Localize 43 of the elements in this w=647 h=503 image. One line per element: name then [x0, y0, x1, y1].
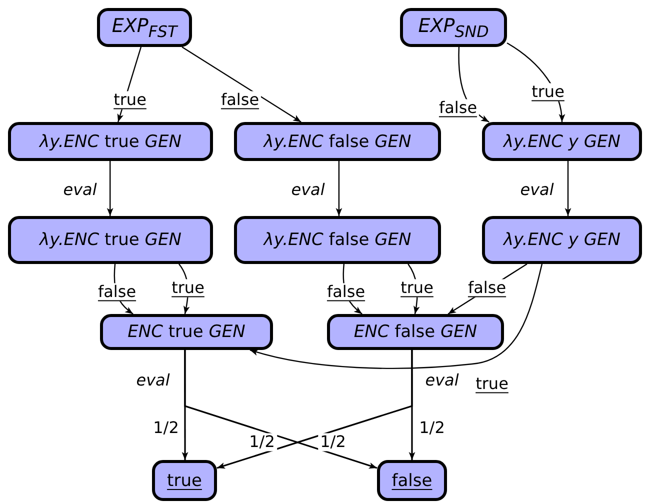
- node-text: λy.ENC y GEN: [503, 132, 621, 152]
- eval-label: eval: [136, 370, 170, 390]
- process-box: [97, 8, 192, 47]
- node-text: true: [167, 470, 202, 490]
- edge-label: false: [218, 91, 262, 109]
- arrow: [408, 350, 416, 460]
- process-box: [234, 122, 441, 161]
- process-box: [327, 314, 504, 350]
- arrow: [106, 161, 114, 216]
- edge-label: false: [466, 279, 508, 297]
- edge-label: true: [170, 279, 206, 297]
- node-text: EXP$_{SND}$: [418, 14, 489, 40]
- node-text: false: [392, 470, 432, 490]
- arrow: [250, 264, 543, 369]
- edge-label: true: [530, 83, 566, 101]
- node-text: λy.ENC false GEN: [264, 230, 412, 250]
- arrow: [184, 350, 378, 469]
- node-text: λy.ENC true GEN: [40, 132, 182, 152]
- process-box: [100, 314, 273, 350]
- process-box: [400, 8, 507, 47]
- arrow: [564, 161, 572, 216]
- node-text: λy.ENC false GEN: [264, 132, 412, 152]
- node-text: ENC true GEN: [128, 322, 246, 342]
- edge-label: false: [436, 99, 480, 117]
- edge-label: true: [112, 91, 148, 109]
- process-box: [8, 122, 213, 161]
- node-text: EXP$_{FST}$: [112, 14, 178, 40]
- process-box: [482, 122, 642, 161]
- edge-label: false: [96, 283, 138, 301]
- edge-label: false: [324, 283, 368, 301]
- process-box: [377, 460, 447, 501]
- process-box: [152, 460, 217, 501]
- arrow: [182, 46, 302, 122]
- node-text: ENC false GEN: [354, 322, 478, 342]
- process-box: [482, 216, 642, 264]
- edge-label: true: [474, 375, 510, 393]
- process-box: [234, 216, 441, 264]
- arrow: [336, 161, 342, 216]
- node-text: λy.ENC true GEN: [40, 230, 182, 250]
- process-box: [8, 216, 213, 264]
- node-text: λy.ENC y GEN: [503, 230, 621, 250]
- eval-label: eval: [425, 370, 459, 390]
- edge-label: true: [398, 279, 436, 297]
